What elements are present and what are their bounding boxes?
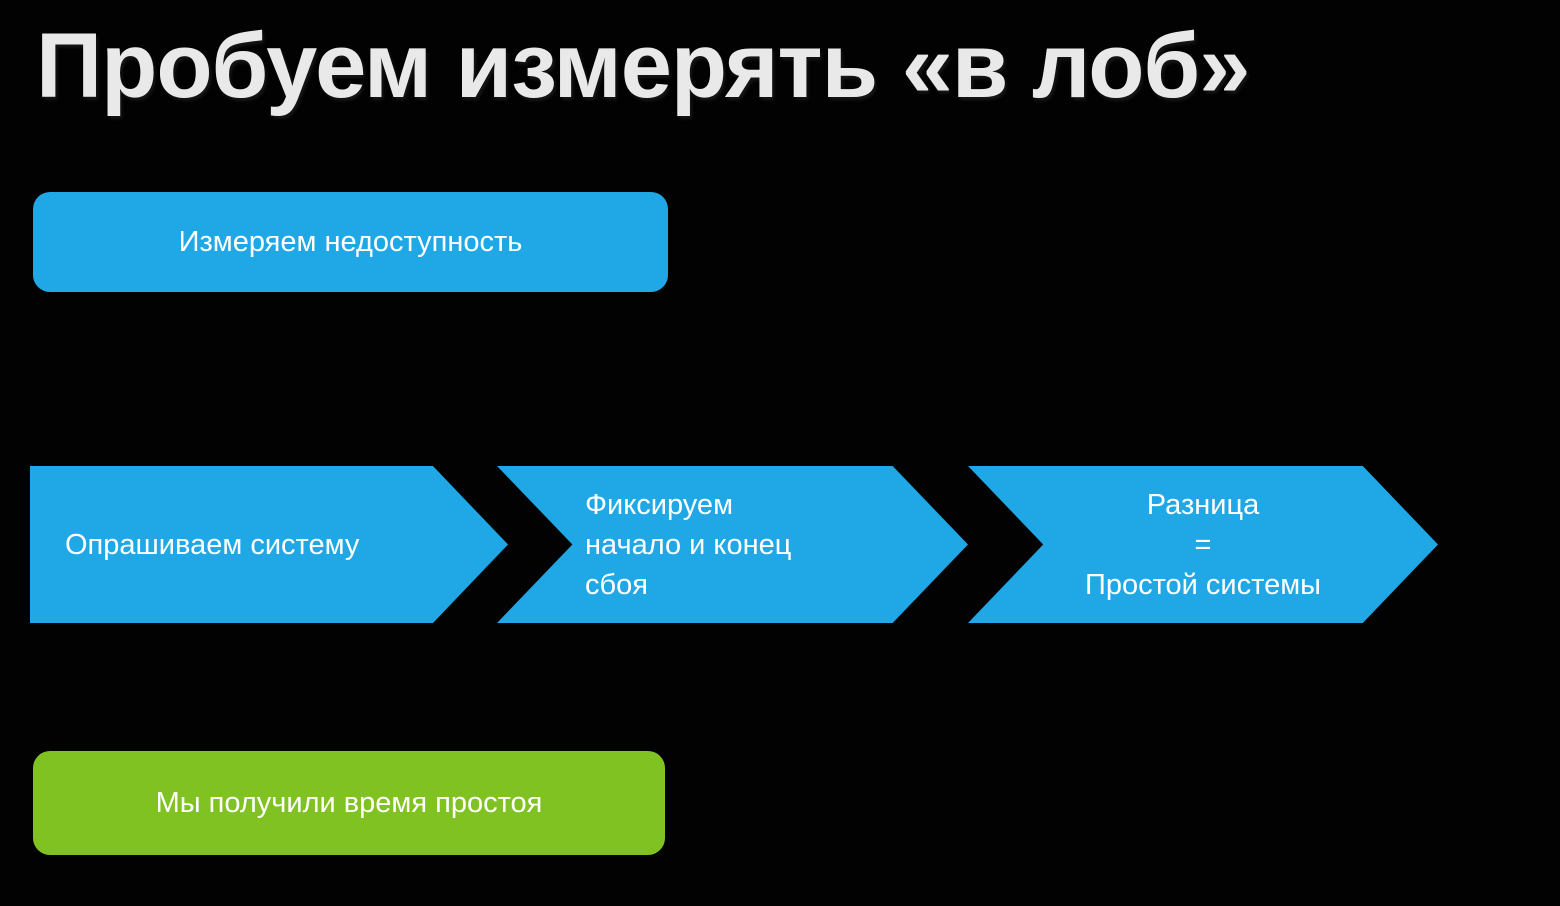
record-failure-start-end-label: Фиксируем начало и конец сбоя [585,488,792,601]
downtime-result-box: Мы получили время простоя [33,751,665,855]
poll-system-label: Опрашиваем систему [65,528,360,561]
downtime-result-label: Мы получили время простоя [155,786,543,819]
measure-unavailability-box: Измеряем недоступность [33,192,668,292]
difference-equals-downtime-arrow: Разница = Простой системы [968,466,1438,623]
record-failure-start-end-arrow: Фиксируем начало и конец сбоя [497,466,968,623]
difference-equals-downtime-label: Разница = Простой системы [1084,488,1321,601]
slide-title: Пробуем измерять «в лоб» [36,15,1250,117]
poll-system-arrow: Опрашиваем систему [30,466,508,623]
measure-unavailability-label: Измеряем недоступность [178,225,523,258]
